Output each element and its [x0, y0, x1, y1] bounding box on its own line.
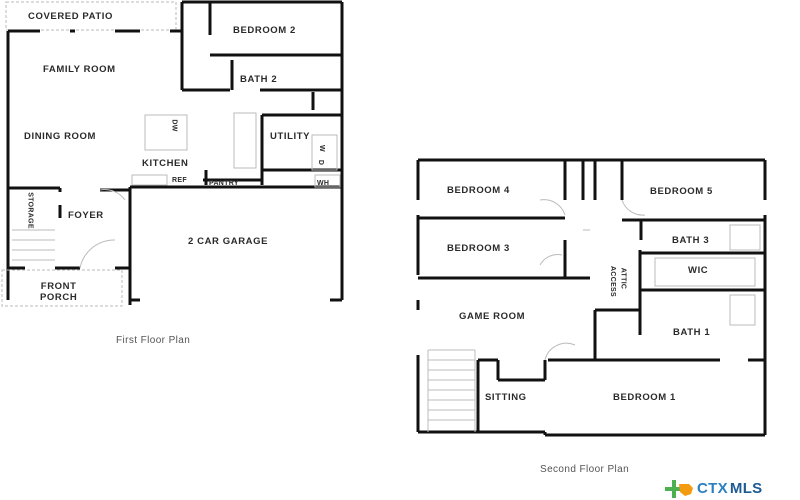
first-floor-details	[1, 112, 341, 307]
room-wic: WIC	[688, 265, 709, 276]
room-kitchen: KITCHEN	[142, 158, 189, 169]
room-bath-2: BATH 2	[240, 74, 278, 85]
room-bedroom-2: BEDROOM 2	[233, 25, 296, 36]
logo-text-ctx: CTX	[697, 480, 728, 497]
room-bedroom-1: BEDROOM 1	[613, 392, 676, 403]
room-garage: 2 CAR GARAGE	[188, 236, 269, 247]
label-dryer: D	[317, 159, 325, 166]
front-porch-line-2: PORCH	[40, 292, 78, 303]
front-porch-line-1: FRONT	[40, 281, 77, 292]
second-floor-caption: Second Floor Plan	[540, 464, 630, 475]
texas-logo-icon	[665, 480, 693, 498]
second-floor-plan	[416, 158, 767, 437]
room-bath-1: BATH 1	[673, 327, 711, 338]
label-water-heater: WH	[317, 180, 330, 187]
room-dining-room: DINING ROOM	[24, 131, 97, 142]
room-bedroom-5: BEDROOM 5	[650, 186, 713, 197]
room-family-room: FAMILY ROOM	[43, 64, 116, 75]
first-floor-plan	[5, 0, 344, 305]
room-foyer: FOYER	[68, 210, 104, 221]
label-access: ACCESS	[608, 266, 616, 297]
label-dishwasher: DW	[170, 119, 178, 132]
room-bedroom-3: BEDROOM 3	[447, 243, 510, 254]
room-storage: STORAGE	[26, 192, 34, 229]
label-washer: W	[317, 145, 325, 152]
room-utility: UTILITY	[270, 131, 311, 142]
room-game-room: GAME ROOM	[459, 311, 526, 322]
second-floor-details	[427, 199, 761, 432]
room-pantry: PANTRY	[209, 180, 239, 187]
room-bath-3: BATH 3	[672, 235, 710, 246]
label-ref: REF	[172, 177, 187, 184]
logo-text-mls: MLS	[729, 480, 763, 497]
label-attic: ATTIC	[619, 267, 627, 290]
room-front-porch: FRONT PORCH	[40, 281, 77, 303]
room-bedroom-4: BEDROOM 4	[447, 185, 510, 196]
first-floor-caption: First Floor Plan	[116, 335, 191, 346]
room-covered-patio: COVERED PATIO	[28, 11, 114, 22]
room-sitting: SITTING	[485, 392, 527, 403]
